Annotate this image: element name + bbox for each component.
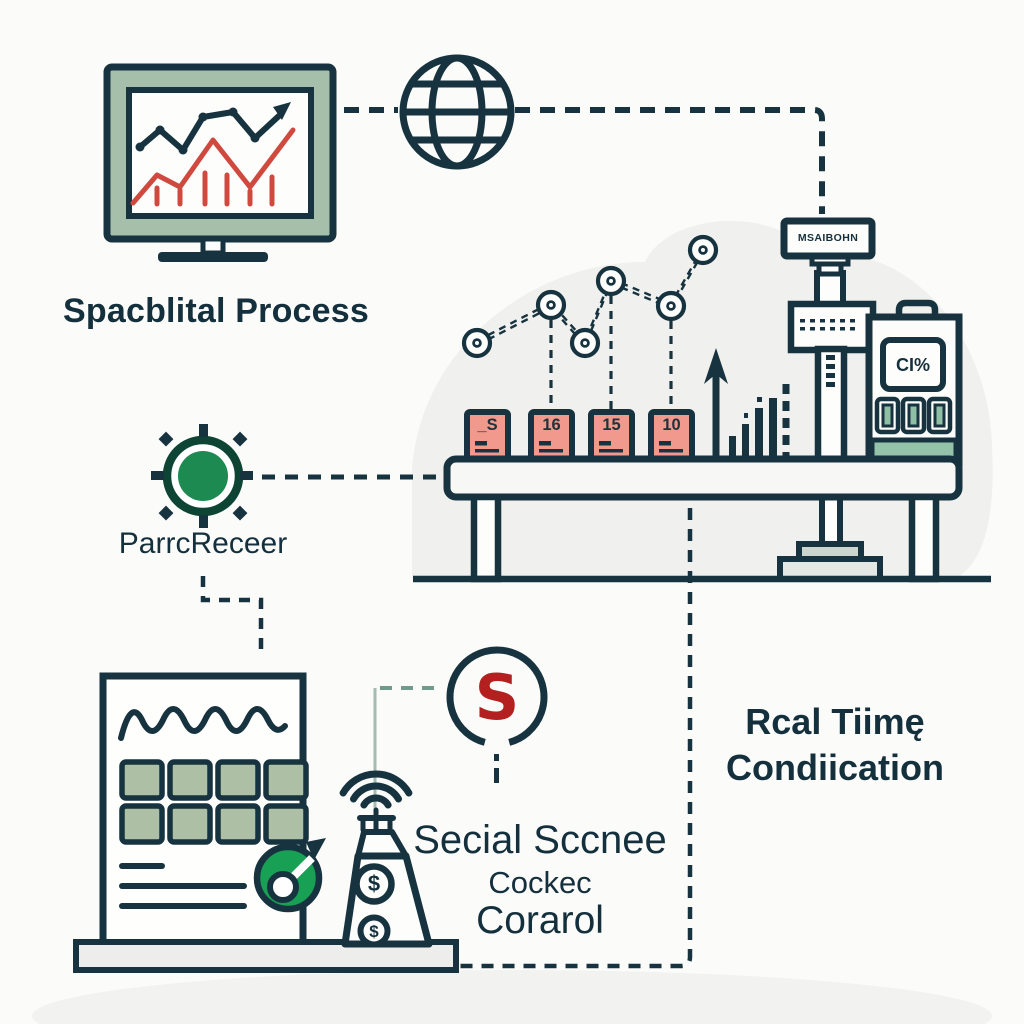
machine-sign-label: MSAIBOHN (797, 232, 859, 244)
sample-box-label: 16 (542, 416, 561, 434)
dollar-symbol: $ (369, 922, 379, 941)
gauge-stamp-icon (253, 838, 326, 913)
mini-bar-chart (729, 384, 790, 462)
quality-caption-line2: Cockec (488, 865, 592, 900)
dollar-badge-icon (357, 914, 391, 948)
dashed-node-chart (461, 234, 719, 409)
sample-box-label: 10 (662, 416, 681, 434)
s-signal-icon (446, 646, 548, 783)
sample-box-label: 15 (602, 416, 621, 434)
monitor-dark-series (135, 102, 291, 155)
measuring-machine (777, 217, 883, 582)
dollar-badge-icon (353, 863, 395, 905)
wifi-signal-icon (339, 770, 413, 809)
document-grid (119, 759, 309, 845)
signal-letter: S (474, 661, 520, 734)
monitor-red-series (130, 127, 296, 207)
globe-icon (399, 54, 515, 170)
process-caption: Spacblital Process (63, 292, 369, 330)
report-document (99, 672, 326, 948)
receiver-caption: ParrcReceer (118, 527, 288, 560)
beacon-tower-icon (339, 686, 440, 948)
realtime-caption-line2: Condiication (726, 747, 944, 788)
realtime-caption-line1: Rcal Tiimę (745, 701, 925, 742)
dollar-symbol: $ (367, 871, 381, 896)
monitor-chart-icon (103, 63, 337, 262)
machine-sign-plate (780, 217, 876, 260)
waveform-line (118, 706, 288, 741)
control-panel-machine (865, 299, 963, 467)
machine-display-value: CI% (895, 355, 930, 375)
chart-nodes (461, 234, 719, 359)
sun-receiver-icon (151, 424, 253, 528)
sample-box-label: _S (477, 416, 498, 434)
panel-display (880, 337, 946, 392)
up-arrow-icon (704, 348, 728, 466)
connector-lines (200, 107, 825, 969)
panel-buttons (874, 396, 953, 435)
conveyor-table (413, 409, 991, 583)
quality-caption-line1: Secial Sccnee (413, 818, 667, 862)
quality-caption-line3: Corarol (476, 899, 604, 942)
